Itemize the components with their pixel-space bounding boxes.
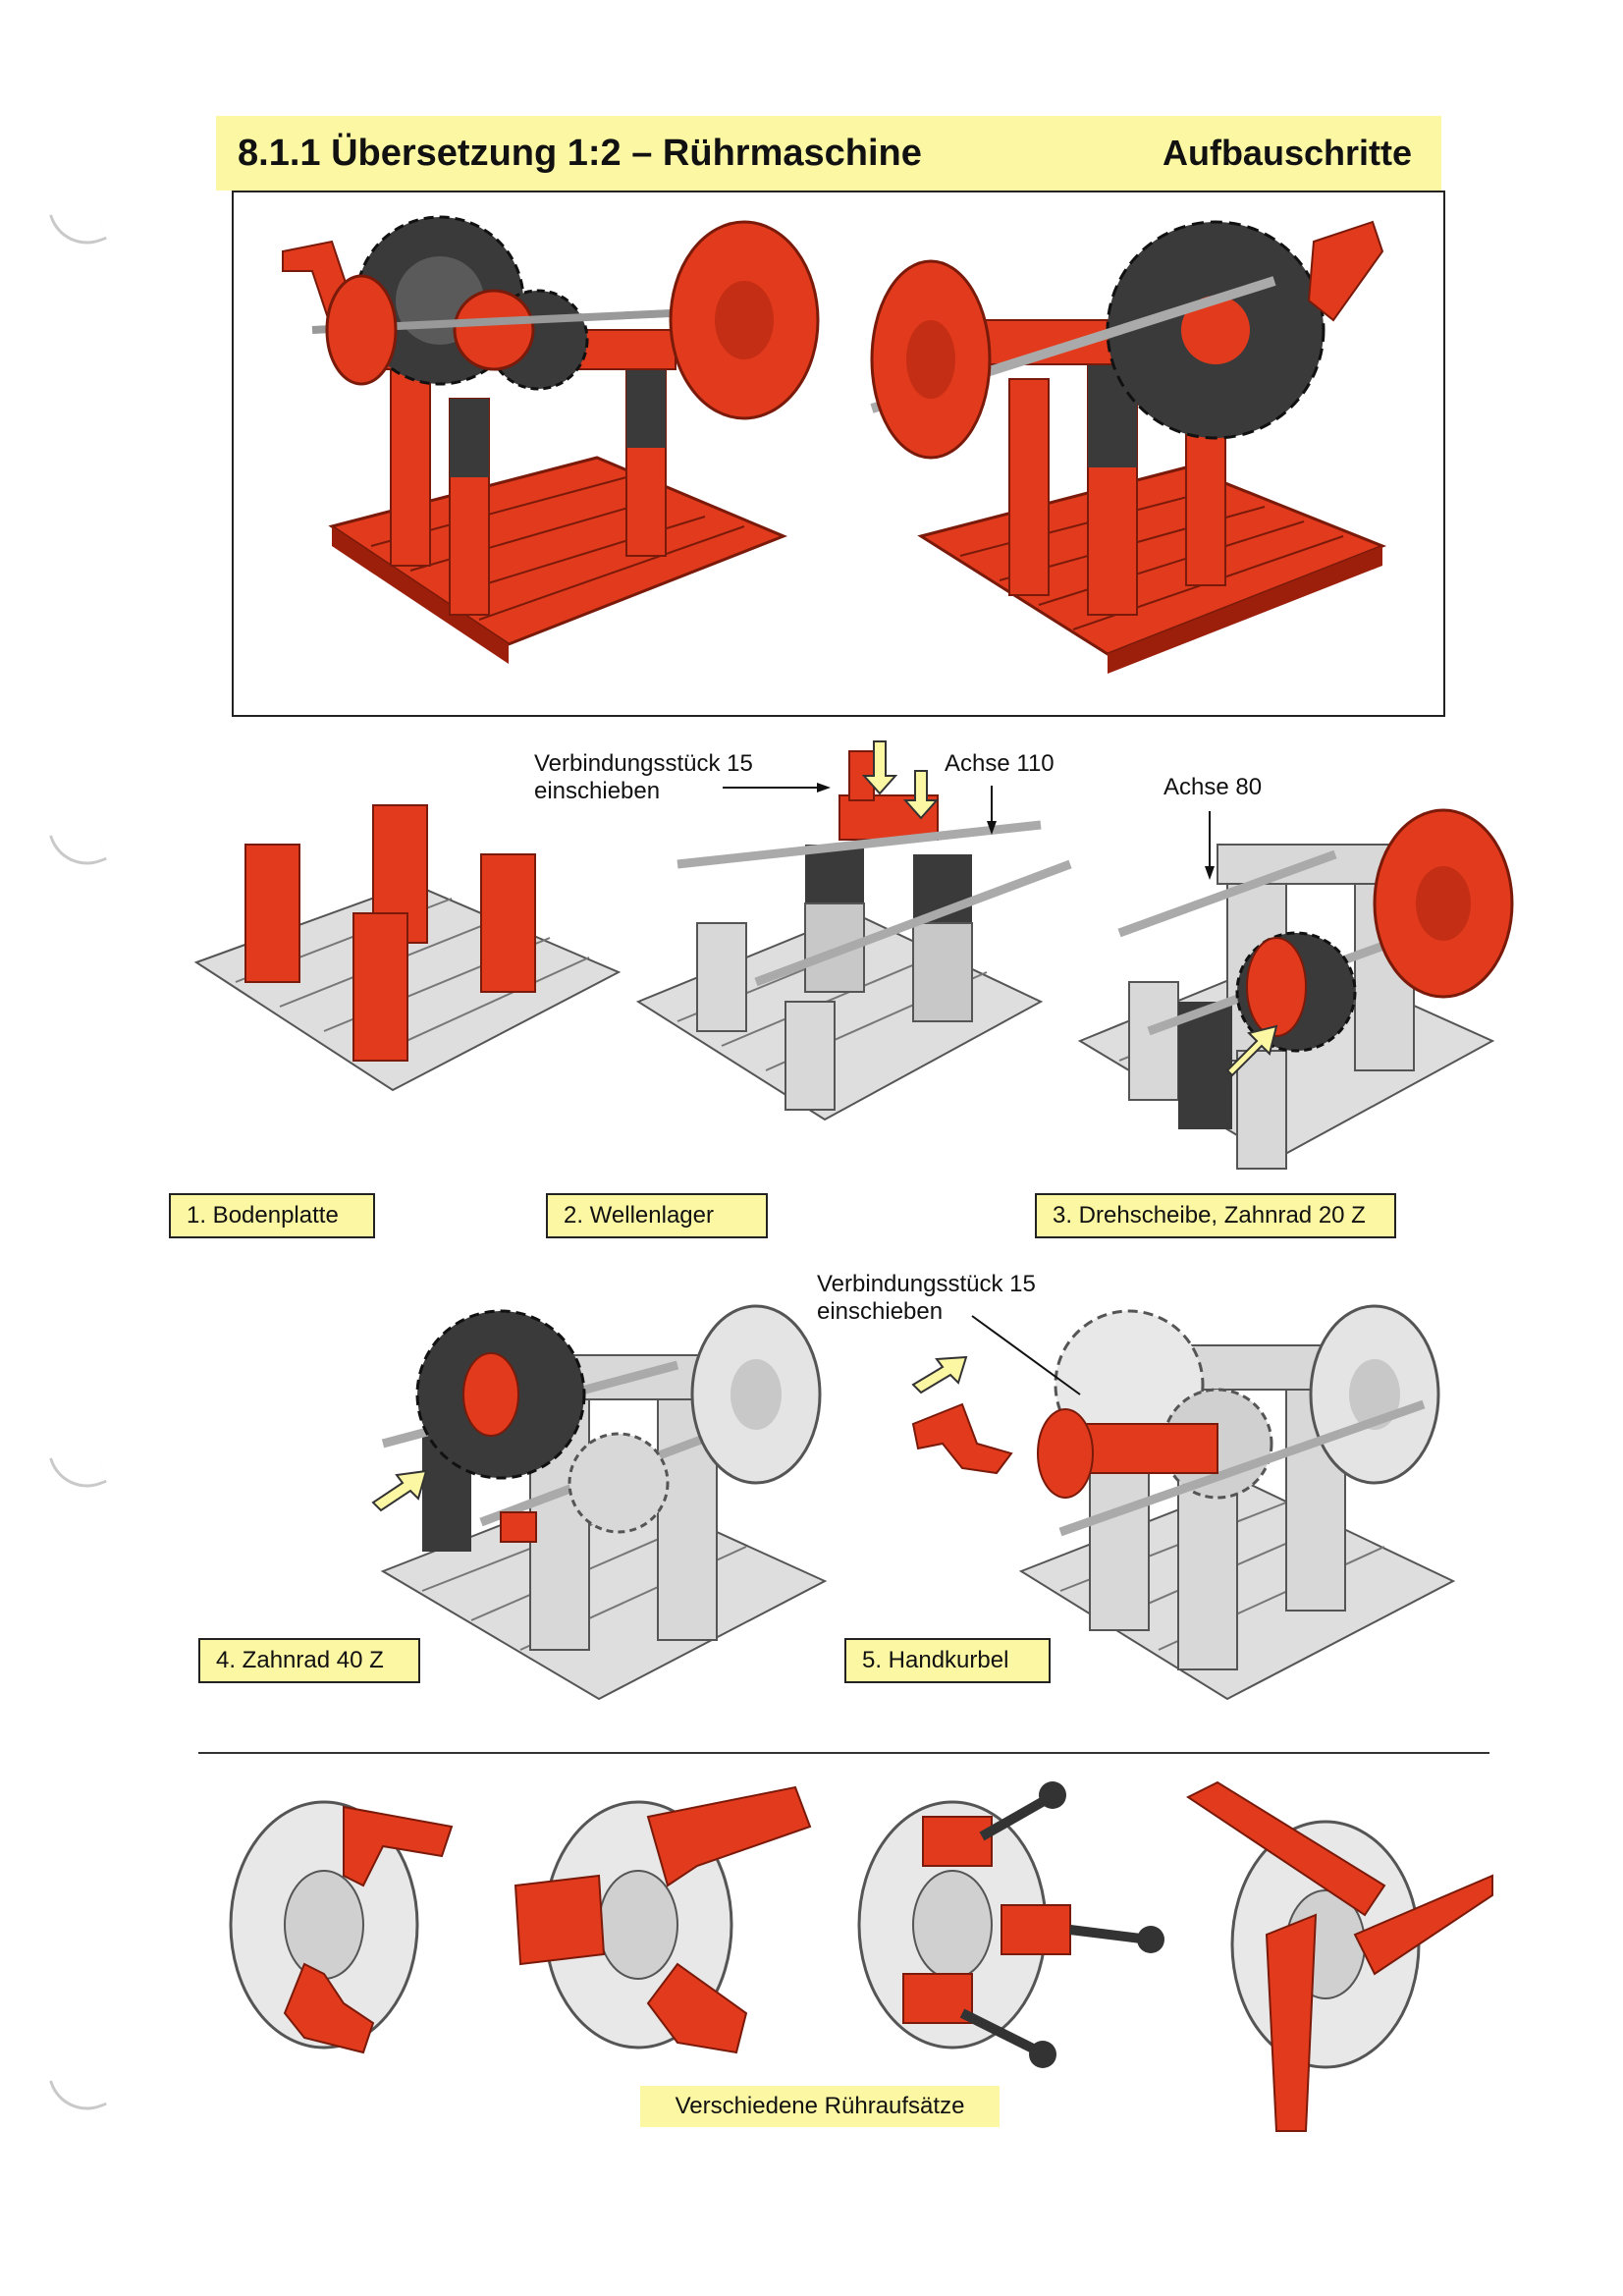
assembled-machine-front-illustration (282, 215, 820, 664)
step-label-1: 1. Bodenplatte (169, 1193, 375, 1238)
stirrer-caption: Verschiedene Rühraufsätze (640, 2086, 1000, 2127)
stirrer-attachment-1 (229, 1800, 454, 2054)
pointer-arrow (1205, 811, 1215, 880)
step-label-4: 4. Zahnrad 40 Z (198, 1638, 420, 1683)
punch-hole (49, 2065, 107, 2121)
assembled-machine-panel (232, 191, 1445, 717)
annotation-connector-step5: Verbindungsstück 15 einschieben (817, 1271, 1036, 1326)
assembled-machine-back-illustration (870, 220, 1387, 674)
step1-baseplate-illustration (193, 804, 622, 1092)
annotation-line: einschieben (817, 1298, 944, 1325)
annotation-axle-80: Achse 80 (1163, 774, 1263, 800)
annotation-line: Verbindungsstück 15 (534, 750, 753, 777)
pointer-arrow (723, 783, 831, 793)
stirrer-attachment-4 (1186, 1780, 1493, 2132)
punch-hole (49, 199, 107, 255)
step3-disc-gear-illustration (1077, 808, 1514, 1170)
annotation-axle-110: Achse 110 (945, 750, 1055, 777)
step-label-2: 2. Wellenlager (546, 1193, 768, 1238)
section-divider (198, 1752, 1489, 1754)
step-label-3: 3. Drehscheibe, Zahnrad 20 Z (1035, 1193, 1396, 1238)
punch-hole (49, 1443, 107, 1499)
annotation-line: Verbindungsstück 15 (817, 1271, 1036, 1297)
stirrer-attachment-2 (514, 1785, 812, 2054)
page-title: 8.1.1 Übersetzung 1:2 – Rührmaschine (238, 132, 922, 174)
page-header: 8.1.1 Übersetzung 1:2 – Rührmaschine Auf… (216, 116, 1441, 191)
punch-hole (49, 820, 107, 876)
annotation-connector-step2: Verbindungsstück 15 einschieben (534, 750, 753, 805)
section-label: Aufbauschritte (1162, 133, 1412, 173)
step4-gear40-illustration (371, 1304, 828, 1701)
step5-crank-illustration (911, 1304, 1456, 1701)
pointer-arrow (987, 786, 997, 835)
step-label-5: 5. Handkurbel (844, 1638, 1051, 1683)
step2-bearings-illustration (635, 740, 1072, 1121)
stirrer-attachment-3 (857, 1781, 1164, 2068)
annotation-line: einschieben (534, 778, 661, 804)
